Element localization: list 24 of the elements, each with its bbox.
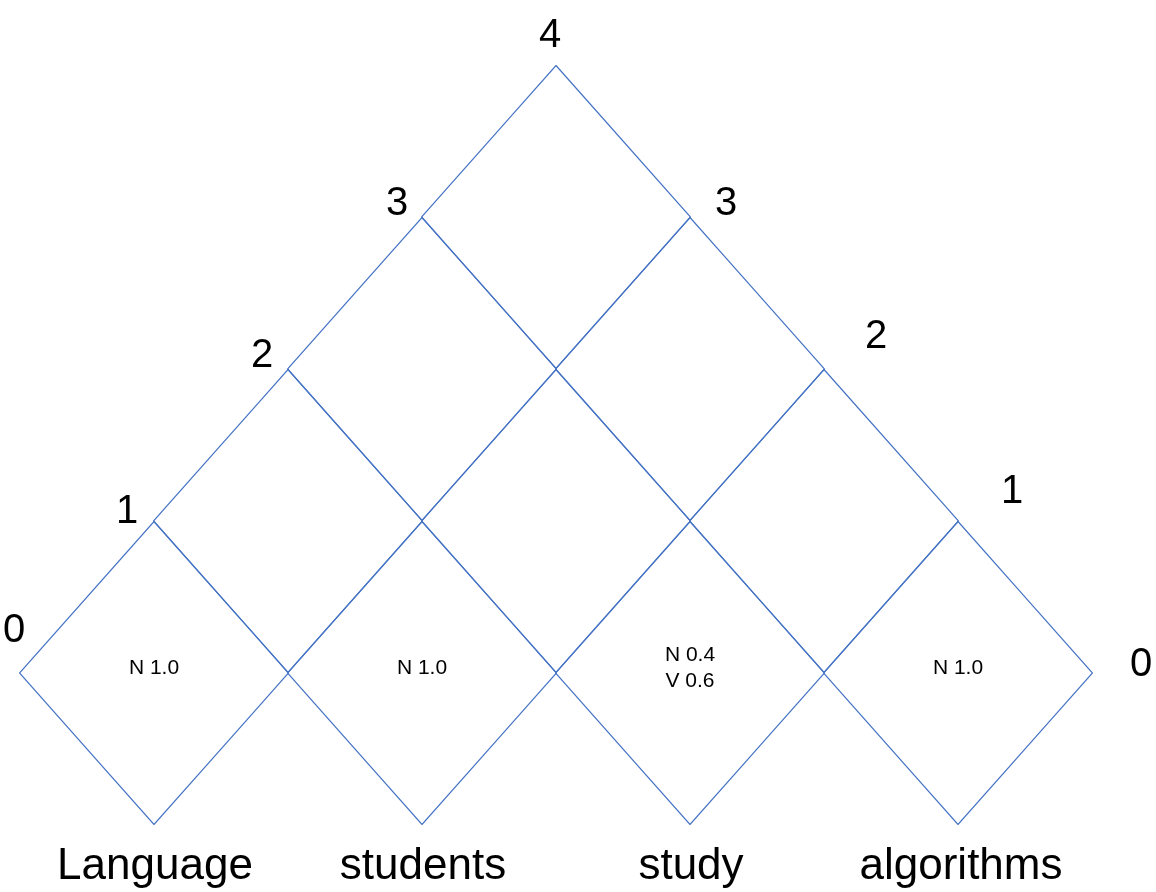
chart-cell-diamond: [287, 217, 557, 521]
cell-score: V 0.6: [664, 667, 716, 693]
span-index: 2: [249, 330, 275, 376]
cell-score: N 0.4: [664, 641, 716, 667]
span-index: 0: [1, 605, 27, 651]
span-index: 3: [384, 178, 410, 224]
cell-score: N 1.0: [396, 654, 448, 680]
chart-cell-diamond: [287, 521, 557, 825]
cell-score: N 1.0: [128, 654, 180, 680]
chart-cell-diamond: [421, 65, 691, 369]
span-index: 4: [537, 10, 563, 56]
word-label: Language: [56, 838, 254, 890]
chart-cell-diamond: [555, 217, 825, 521]
span-index: 1: [999, 466, 1025, 512]
word-label: algorithms: [858, 838, 1064, 890]
span-index: 3: [713, 178, 739, 224]
word-label: students: [338, 838, 508, 890]
chart-cell-diamond: [555, 521, 825, 825]
cell-score: N 1.0: [932, 654, 984, 680]
word-label: study: [637, 838, 745, 890]
span-index: 2: [863, 311, 889, 357]
span-index: 1: [114, 486, 140, 532]
span-index: 0: [1128, 639, 1154, 685]
chart-cell-diamond: [823, 521, 1093, 825]
